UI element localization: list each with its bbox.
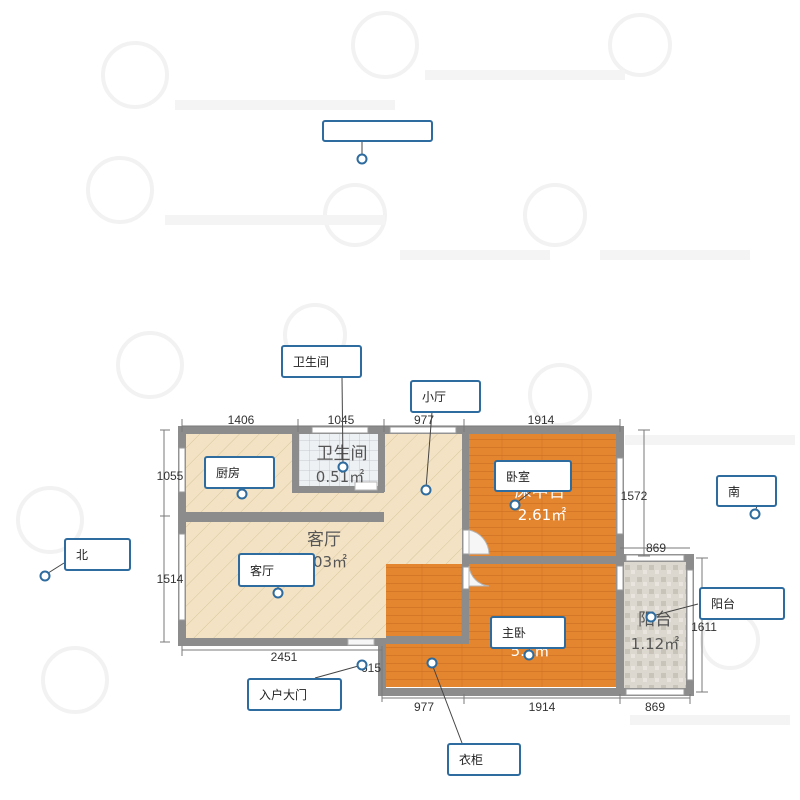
dim-top-3: 977: [414, 413, 434, 427]
marker-top: [356, 153, 368, 165]
marker-kitchen: [236, 488, 248, 500]
marker-balcony: [645, 611, 657, 623]
marker-hall: [420, 484, 432, 496]
callout-top-empty[interactable]: [322, 120, 433, 142]
dim-bottom-4: 1914: [529, 700, 556, 714]
callout-kitchen[interactable]: 厨房: [204, 456, 275, 489]
marker-living: [272, 587, 284, 599]
callout-hall[interactable]: 小厅: [410, 380, 481, 413]
callout-master[interactable]: 主卧: [490, 616, 566, 649]
dim-top-1: 1406: [228, 413, 255, 427]
dim-right-3: 1611: [691, 620, 717, 634]
dim-right-1: 1572: [621, 489, 648, 503]
room-area-bathroom: 0.51㎡: [316, 468, 364, 486]
dim-bottom-3: 977: [414, 700, 434, 714]
marker-bathroom: [337, 461, 349, 473]
dim-top-4: 1914: [528, 413, 555, 427]
callout-entrance[interactable]: 入户大门: [247, 678, 342, 711]
callout-bathroom[interactable]: 卫生间: [281, 345, 362, 378]
doors: [347, 481, 490, 646]
dim-top-2: 1045: [328, 413, 355, 427]
bathroom-floor: [298, 434, 384, 489]
dim-right-2: 869: [646, 541, 666, 555]
balcony-floor: [622, 562, 688, 690]
room-area-balcony: 1.12㎡: [631, 635, 679, 653]
watermark: [16, 11, 795, 725]
room-name-living: 客厅: [307, 530, 341, 550]
marker-master: [523, 649, 535, 661]
callout-balcony[interactable]: 阳台: [699, 587, 785, 620]
leader-lines: [44, 141, 758, 744]
callout-south[interactable]: 南: [716, 475, 777, 507]
room-name-bathroom: 卫生间: [317, 444, 368, 464]
marker-entrance: [356, 659, 368, 671]
room-area-living: 03㎡: [313, 553, 347, 571]
windows: [178, 426, 694, 696]
marker-south: [749, 508, 761, 520]
marker-wardrobe: [426, 657, 438, 669]
dim-left-2: 1514: [157, 572, 184, 586]
callout-north[interactable]: 北: [64, 538, 131, 571]
marker-bedroom: [509, 499, 521, 511]
callout-living[interactable]: 客厅: [238, 553, 315, 587]
markers: [39, 153, 761, 671]
dimension-lines: [160, 419, 708, 704]
dimension-labels: 1406 1045 977 1914 2451 615 977 1914 869…: [157, 413, 718, 714]
callout-wardrobe[interactable]: 衣柜: [447, 743, 521, 776]
marker-north: [39, 570, 51, 582]
room-area-bedroom: 2.61㎡: [518, 506, 566, 524]
callout-bedroom[interactable]: 卧室: [494, 460, 572, 492]
dim-bottom-1: 2451: [271, 650, 298, 664]
dim-bottom-5: 869: [645, 700, 665, 714]
dim-left-1: 1055: [157, 469, 184, 483]
bedroom-floor: [467, 434, 617, 556]
